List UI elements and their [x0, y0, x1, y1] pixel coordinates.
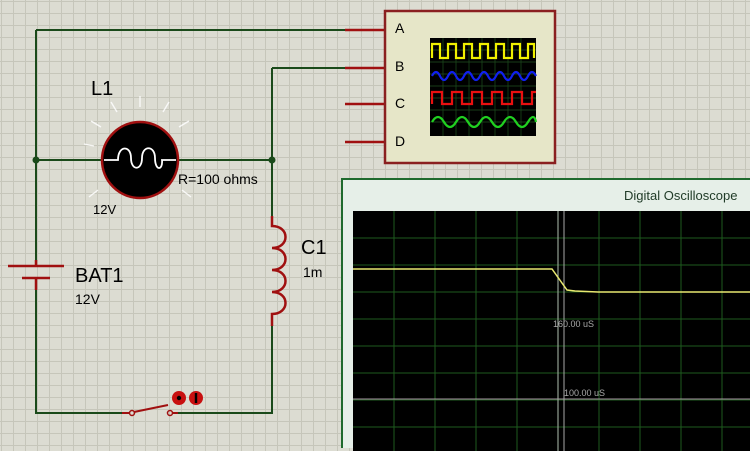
battery-icon[interactable] — [8, 260, 64, 290]
trace-d-sine-wave — [431, 115, 538, 129]
circuit-wires — [35, 29, 352, 414]
cursor-1-readout: 160.00 uS — [553, 319, 595, 329]
push-switch-icon[interactable] — [122, 404, 178, 417]
channel-d-label: D — [395, 133, 406, 149]
switch-close-icon[interactable] — [189, 391, 203, 405]
cursor-2-readout: 100.00 uS — [564, 388, 606, 398]
trace-c-square-wave — [430, 90, 536, 106]
scope-grid-and-trace — [353, 211, 750, 451]
oscilloscope-instrument[interactable] — [345, 9, 557, 165]
trace-b-sine-wave — [431, 70, 537, 82]
channel-c-label: C — [395, 95, 406, 111]
junction-dot — [32, 156, 40, 164]
switch-open-icon[interactable] — [172, 391, 186, 405]
coil-icon[interactable] — [270, 216, 287, 326]
digital-oscilloscope-window[interactable]: Digital Oscilloscope 160.00 uS 100.00 uS — [341, 178, 750, 451]
channel-a-label: A — [395, 20, 405, 36]
lamp-ref-label: L1 — [91, 78, 114, 100]
scope-trace — [353, 268, 750, 293]
lamp-filament-icon[interactable] — [100, 120, 180, 200]
scope-window-title: Digital Oscilloscope — [624, 188, 738, 203]
lamp-voltage-label: 12V — [93, 202, 117, 217]
lamp-glow — [83, 96, 192, 198]
battery-ref-label: BAT1 — [75, 265, 124, 287]
battery-voltage-label: 12V — [75, 291, 100, 307]
lamp-resistance-label: R=100 ohms — [178, 171, 258, 187]
scope-display[interactable]: 160.00 uS 100.00 uS — [353, 211, 750, 451]
inductor-ref-label: C1 — [301, 237, 327, 259]
trace-a-square-wave — [430, 42, 536, 60]
inductor-value-label: 1m — [303, 264, 323, 280]
junction-dot — [268, 156, 276, 164]
channel-b-label: B — [395, 58, 405, 74]
